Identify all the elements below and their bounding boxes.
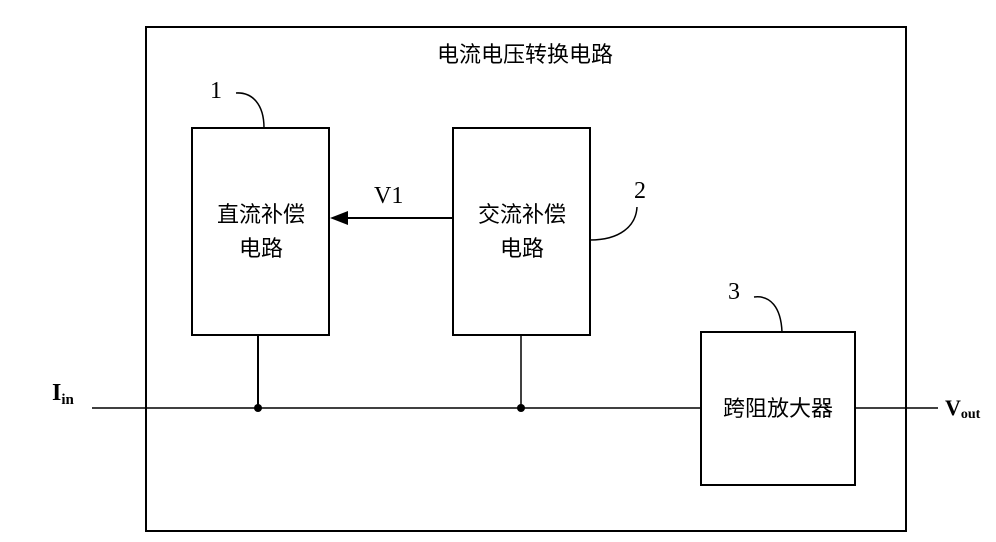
diagram-title: 电流电压转换电路 bbox=[437, 43, 613, 68]
ac-compensation-label-line2: 电路 bbox=[500, 237, 544, 262]
output-voltage-label: Vout bbox=[945, 395, 981, 422]
leader-line-1 bbox=[235, 92, 265, 129]
block-number-2: 2 bbox=[634, 178, 646, 204]
dc-compensation-label-line2: 电路 bbox=[239, 237, 283, 262]
input-current-label: Iin bbox=[52, 380, 75, 408]
v1-label: V1 bbox=[374, 183, 403, 209]
outer-converter-box bbox=[145, 26, 907, 532]
ac-compensation-label-line1: 交流补偿 bbox=[478, 203, 566, 228]
v1-arrowhead bbox=[330, 211, 348, 225]
leader-line-2 bbox=[589, 206, 638, 241]
block-number-1: 1 bbox=[210, 78, 222, 104]
junction-dot-dc bbox=[254, 404, 262, 412]
transimpedance-amplifier-label: 跨阻放大器 bbox=[723, 397, 833, 422]
ac-compensation-block bbox=[452, 127, 591, 336]
dc-compensation-block bbox=[191, 127, 330, 336]
junction-dot-ac bbox=[517, 404, 525, 412]
leader-line-3 bbox=[753, 296, 783, 333]
dc-compensation-label-line1: 直流补偿 bbox=[217, 203, 305, 228]
block-number-3: 3 bbox=[728, 279, 740, 305]
